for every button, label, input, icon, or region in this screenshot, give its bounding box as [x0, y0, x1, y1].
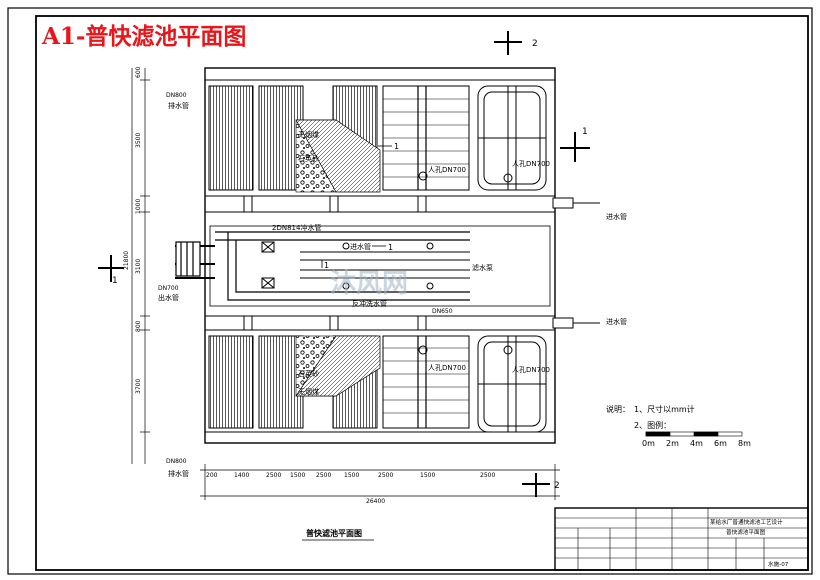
dim-bottom-7: 2500 [378, 472, 393, 479]
label-inlet-2: 进水管 [606, 317, 627, 326]
label-quartz-bottom: 石英砂 [298, 369, 319, 378]
valves [261, 241, 434, 290]
section-mark-right [560, 132, 590, 162]
dim-bottom-3: 2500 [266, 472, 281, 479]
label-drain-top: 排水管 [168, 101, 189, 110]
label-outlet-pipe: 出水管 [158, 293, 179, 302]
scale-0: 0m [642, 439, 655, 448]
scale-bar [645, 431, 743, 437]
label-inlet-1: 进水管 [606, 212, 627, 221]
dim-left-2: 3500 [135, 133, 142, 148]
drawing-caption: 普快滤池平面图 [306, 528, 362, 538]
pipe-gallery [175, 225, 551, 307]
filter-outline [204, 67, 556, 444]
label-manhole-3: 人孔DN700 [428, 364, 466, 372]
section-mark-top [494, 31, 522, 55]
label-manhole-1: 人孔DN700 [428, 166, 466, 174]
label-manhole-2: 人孔DN700 [512, 160, 550, 168]
column-posts [243, 195, 427, 331]
section-mark-top-label: 2 [532, 39, 538, 49]
top-right-bay [383, 86, 469, 190]
dim-bottom-4: 1500 [290, 472, 305, 479]
sheet-title: A1-普快滤池平面图 [41, 23, 246, 50]
inlet-pipes [552, 197, 600, 329]
label-dn-bottom: DN800 [166, 458, 187, 465]
top-manhole-boxes [418, 85, 547, 191]
title-block-sheet-no: 水施-07 [768, 560, 789, 568]
label-inlet-mid: 进水管 [350, 242, 371, 251]
dim-bottom-9: 2500 [480, 472, 495, 479]
section-mark-left [98, 255, 124, 282]
notes-heading: 说明： [606, 404, 630, 414]
bottom-manhole-boxes [418, 335, 547, 433]
label-anthracite-bottom: 无烟煤 [298, 387, 319, 396]
inner-border [35, 15, 809, 571]
label-manhole-4: 人孔DN700 [512, 366, 550, 374]
title-block-project: 某给水厂普通快滤池工艺设计 [710, 518, 783, 526]
dim-bottom-6: 1500 [344, 472, 359, 479]
leader-marks [321, 145, 392, 268]
dim-bottom-5: 2500 [316, 472, 331, 479]
dim-left-4: 3100 [135, 259, 142, 274]
section-mark-bottom-label: 2 [554, 481, 560, 491]
leader-one-c: 1 [324, 261, 329, 270]
dim-left-3: 1000 [135, 199, 142, 214]
outer-border [7, 7, 813, 575]
left-valve-block [175, 241, 201, 277]
notes-item2: 2、图例： [634, 420, 671, 430]
scale-8: 8m [738, 439, 751, 448]
label-drain-bottom: 排水管 [168, 469, 189, 478]
label-dn-top: DN800 [166, 92, 187, 99]
dim-left-1: 600 [135, 66, 142, 78]
label-backwash: 反冲洗水管 [352, 299, 387, 308]
dim-bottom-1: 200 [206, 472, 218, 479]
scale-6: 6m [714, 439, 727, 448]
dim-left-6: 3700 [135, 379, 142, 394]
label-quartz-top: 石英砂 [298, 154, 319, 163]
dim-bottom-8: 1500 [420, 472, 435, 479]
section-mark-right-label: 1 [582, 127, 588, 137]
dim-bottom-2: 1400 [234, 472, 249, 479]
section-mark-left-label: 1 [112, 276, 118, 286]
label-wash-pipe: 2DN814冲水管 [272, 223, 321, 232]
scale-2: 2m [666, 439, 679, 448]
scale-4: 4m [690, 439, 703, 448]
label-outlet-dn: DN700 [158, 285, 179, 292]
section-mark-bottom [522, 473, 550, 497]
leader-one-b: 1 [388, 243, 393, 252]
bottom-filter-media [295, 335, 381, 397]
dim-bottom-total: 26400 [366, 498, 385, 505]
title-block [554, 507, 809, 571]
top-filter-media [295, 119, 381, 193]
bottom-right-bay [383, 336, 469, 428]
bottom-dimension-line [200, 464, 560, 500]
label-anthracite-top: 无烟煤 [298, 130, 319, 139]
dim-left-total: 21800 [123, 251, 130, 270]
left-dimension-line [131, 68, 150, 464]
title-block-drawing-name: 普快滤池平面图 [726, 528, 766, 536]
dim-left-5: 800 [135, 320, 142, 332]
label-small-dn: DN650 [432, 308, 453, 315]
watermark: 沐风网 [330, 269, 408, 299]
notes-item1: 1、尺寸以mm计 [634, 404, 695, 414]
leader-one-a: 1 [394, 142, 399, 151]
label-filter-pump: 滤水泵 [472, 263, 493, 272]
